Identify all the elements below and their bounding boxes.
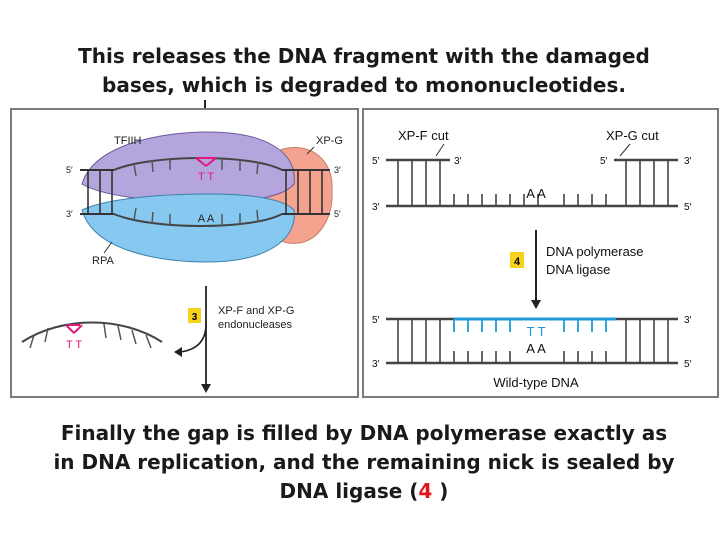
complement-bases-label: A A xyxy=(198,213,215,225)
five-prime-top-left: 5′ xyxy=(66,165,73,175)
step4-line1: DNA polymerase xyxy=(546,244,644,259)
bottom-5prime-right: 5′ xyxy=(684,359,692,370)
step-number-highlight: 4 xyxy=(418,479,433,503)
bottom-5prime-left: 5′ xyxy=(372,315,380,326)
xpg-cut-label: XP-G cut xyxy=(606,128,659,143)
step4-number: 4 xyxy=(514,256,521,268)
left-panel-excision: T T A A TFIIH XP-G RPA 5′ 3′ 3′ 5′ 3 XP-… xyxy=(10,108,359,398)
repaired-bases-label: A A xyxy=(526,341,546,356)
step3-line1: XP-F and XP-G xyxy=(218,305,294,317)
five-prime-bottom-right: 5′ xyxy=(334,209,341,219)
right-panel-repair: XP-F cut XP-G cut 5′ 3′ 5′ 3′ xyxy=(362,108,719,398)
bottom-caption-prefix: DNA ligase ( xyxy=(279,479,419,503)
excision-diagram: T T A A TFIIH XP-G RPA 5′ 3′ 3′ 5′ 3 XP-… xyxy=(21,131,343,393)
bottom-caption-line-3: DNA ligase (4 ) xyxy=(0,477,728,506)
gap-bases-label: A A xyxy=(526,186,546,201)
step3-badge xyxy=(188,308,201,323)
bottom-caption-line-2: in DNA replication, and the remaining ni… xyxy=(53,450,675,474)
top-3prime-right: 3′ xyxy=(684,156,692,167)
three-prime-top-right: 3′ xyxy=(334,165,341,175)
top-caption-line-1: This releases the DNA fragment with the … xyxy=(78,44,650,68)
top-5prime-left: 5′ xyxy=(372,156,380,167)
bottom-caption: Finally the gap is filled by DNA polymer… xyxy=(0,419,728,506)
top-caption-line-2: bases, which is degraded to mononucleoti… xyxy=(102,73,626,97)
damaged-bases-label: T T xyxy=(198,171,214,183)
three-prime-bottom-left: 3′ xyxy=(66,209,73,219)
xpf-cut-label: XP-F cut xyxy=(398,128,449,143)
wild-type-label: Wild-type DNA xyxy=(493,375,579,390)
bottom-3prime-right: 3′ xyxy=(684,315,692,326)
excised-fragment xyxy=(21,321,163,343)
thymine-dimer-mark xyxy=(195,157,217,167)
bottom-caption-line-1: Finally the gap is filled by DNA polymer… xyxy=(60,421,668,445)
repair-diagram: XP-F cut XP-G cut 5′ 3′ 5′ 3′ xyxy=(372,128,692,390)
step4-badge xyxy=(510,252,524,268)
release-branch-arrow xyxy=(179,323,207,353)
top-3prime-after-xpf: 3′ xyxy=(454,156,462,167)
mid-3prime-left: 3′ xyxy=(372,202,380,213)
step4-line2: DNA ligase xyxy=(546,262,610,277)
mid-5prime-right: 5′ xyxy=(684,202,692,213)
fragment-bases-label: T T xyxy=(66,339,82,351)
rpa-protein xyxy=(81,193,295,263)
step3-line2: endonucleases xyxy=(218,319,293,331)
rpa-label: RPA xyxy=(92,255,114,267)
bottom-3prime-left: 3′ xyxy=(372,359,380,370)
top-5prime-before-xpg: 5′ xyxy=(600,156,608,167)
new-bases-label: T T xyxy=(526,324,545,339)
bottom-caption-suffix: ) xyxy=(432,479,449,503)
step3-number: 3 xyxy=(192,312,198,323)
xpg-label: XP-G xyxy=(316,135,343,147)
tfiih-label: TFIIH xyxy=(114,135,142,147)
top-caption: This releases the DNA fragment with the … xyxy=(0,42,728,100)
